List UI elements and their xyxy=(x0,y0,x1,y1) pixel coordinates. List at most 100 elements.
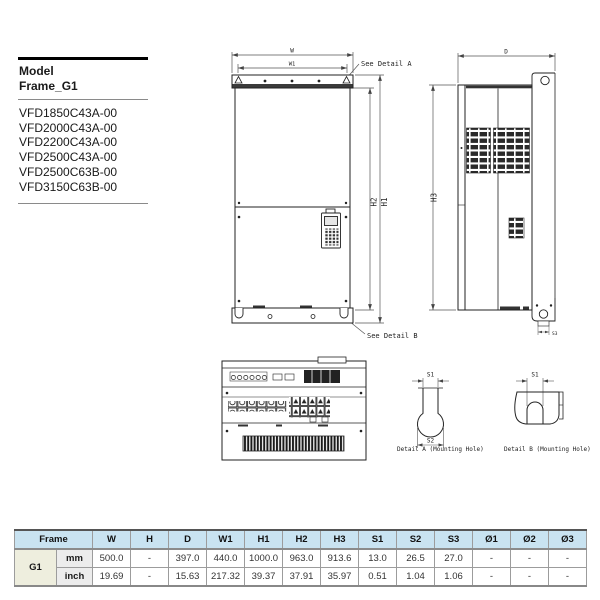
cell-in-h3: 35.97 xyxy=(320,567,360,587)
bracket-foot xyxy=(537,320,550,327)
model-list: VFD1850C43A-00 VFD2000C43A-00 VFD2200C43… xyxy=(18,100,148,205)
cell-in-h2: 37.91 xyxy=(282,567,322,587)
frame-header: Frame xyxy=(13,529,94,550)
col-header-d: D xyxy=(168,529,208,550)
model-list-item: VFD1850C43A-00 xyxy=(19,106,118,120)
side-mounting-brackets xyxy=(531,72,556,327)
detail-a-shape xyxy=(417,387,444,438)
side-view-drawing: D H3 S3 xyxy=(429,49,558,338)
top-keyhole-left xyxy=(234,75,243,84)
cell-mm-d: 397.0 xyxy=(168,548,208,568)
model-list-item: VFD2000C43A-00 xyxy=(19,120,118,135)
vent-grille-2 xyxy=(493,127,530,174)
dim-label-s1-a: S1 xyxy=(427,372,435,379)
model-list-item: VFD2500C43A-00 xyxy=(19,150,118,165)
cell-in-h1: 39.37 xyxy=(244,567,284,587)
col-header-s3: S3 xyxy=(434,529,474,550)
dim-label-h2: H2 xyxy=(370,197,379,206)
cell-mm-h2: 963.0 xyxy=(282,548,322,568)
bottom-bracket-hole xyxy=(538,309,549,319)
front-dimension-lines xyxy=(231,52,384,335)
frame-value-cell: G1 xyxy=(14,548,57,587)
col-header-h1: H1 xyxy=(244,529,284,550)
col-header-d2: Ø2 xyxy=(510,529,550,550)
model-panel: Model Frame_G1 VFD1850C43A-00 VFD2000C43… xyxy=(18,57,148,205)
vent-grille-1 xyxy=(466,127,491,174)
front-body xyxy=(231,74,354,324)
model-list-item: VFD3150C63B-00 xyxy=(19,179,118,194)
enclosure-body xyxy=(234,87,351,309)
dim-label-h1: H1 xyxy=(380,197,389,206)
detail-a-dimensions xyxy=(412,378,449,448)
detail-b-drawing: S1 xyxy=(514,372,564,425)
col-header-h: H xyxy=(130,529,170,550)
bottom-slot-right xyxy=(339,308,349,319)
bottom-vent-strip xyxy=(242,435,345,452)
dim-label-d: D xyxy=(504,49,508,56)
cell-in-s1: 0.51 xyxy=(358,567,398,587)
detail-a-labels: S1 S2 xyxy=(427,372,435,445)
cell-mm-d2: - xyxy=(510,548,550,568)
cell-mm-d1: - xyxy=(472,548,512,568)
terminal-block-left xyxy=(228,401,287,412)
top-bracket-hole xyxy=(540,75,550,86)
col-header-d1: Ø1 xyxy=(472,529,512,550)
model-list-item: VFD2500C63B-00 xyxy=(19,164,118,179)
unit-cell-inch: inch xyxy=(55,567,94,587)
table-row-inch: inch 19.69 - 15.63 217.32 39.37 37.91 35… xyxy=(15,567,588,587)
detail-b-caption: Detail B (Mounting Hole) xyxy=(504,446,591,453)
vent-grille-3 xyxy=(508,217,525,239)
u-slot-outer xyxy=(514,391,560,425)
side-enclosure xyxy=(457,84,533,311)
col-header-h3: H3 xyxy=(320,529,360,550)
cell-in-d1: - xyxy=(472,567,512,587)
see-detail-a-label: See Detail A xyxy=(361,60,412,68)
dim-label-w: W xyxy=(290,48,294,55)
model-panel-title: Model Frame_G1 xyxy=(18,60,148,100)
cell-in-d3: - xyxy=(548,567,588,587)
connector-block xyxy=(304,370,340,383)
bottom-view-drawing xyxy=(221,356,367,461)
cell-in-s3: 1.06 xyxy=(434,567,474,587)
cell-in-d2: - xyxy=(510,567,550,587)
dim-label-h3: H3 xyxy=(430,193,439,202)
cell-mm-s3: 27.0 xyxy=(434,548,474,568)
keyhole-shape xyxy=(417,388,444,438)
side-dimension-lines xyxy=(429,53,556,335)
bottom-bracket xyxy=(531,298,556,322)
cell-mm-s2: 26.5 xyxy=(396,548,436,568)
side-body xyxy=(457,84,533,311)
cell-mm-w: 500.0 xyxy=(92,548,132,568)
unit-cell-mm: mm xyxy=(55,548,94,568)
col-header-w1: W1 xyxy=(206,529,246,550)
component-row-left xyxy=(229,371,268,382)
bottom-mounting-plate xyxy=(231,307,354,324)
side-labels: D H3 S3 xyxy=(430,49,558,338)
top-keyhole-right xyxy=(342,75,351,84)
model-title-line2: Frame_G1 xyxy=(19,79,78,93)
dim-label-s3: S3 xyxy=(552,331,558,337)
col-header-s1: S1 xyxy=(358,529,398,550)
dim-label-w1: W1 xyxy=(289,62,296,68)
cell-in-w1: 217.32 xyxy=(206,567,246,587)
model-title-line1: Model xyxy=(19,64,54,78)
cell-in-d: 15.63 xyxy=(168,567,208,587)
dim-label-s1-b: S1 xyxy=(531,372,539,379)
detail-b-shape xyxy=(514,391,564,425)
model-list-item: VFD2200C43A-00 xyxy=(19,135,118,150)
bottom-slot-left xyxy=(234,308,244,319)
cell-mm-s1: 13.0 xyxy=(358,548,398,568)
dim-label-s2: S2 xyxy=(427,438,435,445)
detail-a-drawing: S1 S2 xyxy=(412,372,449,448)
table-header-row: Frame W H D W1 H1 H2 H3 S1 S2 S3 Ø1 Ø2 Ø… xyxy=(13,529,588,550)
terminal-block-right xyxy=(289,397,330,418)
see-detail-b-label: See Detail B xyxy=(367,332,418,340)
front-view-drawing: W W1 H2 H1 See Detail A See Detail B xyxy=(231,48,418,340)
cell-mm-h1: 1000.0 xyxy=(244,548,284,568)
col-header-d3: Ø3 xyxy=(548,529,588,550)
cell-mm-d3: - xyxy=(548,548,588,568)
cell-in-h: - xyxy=(130,567,170,587)
col-header-s2: S2 xyxy=(396,529,436,550)
bottom-view-body xyxy=(221,356,367,461)
